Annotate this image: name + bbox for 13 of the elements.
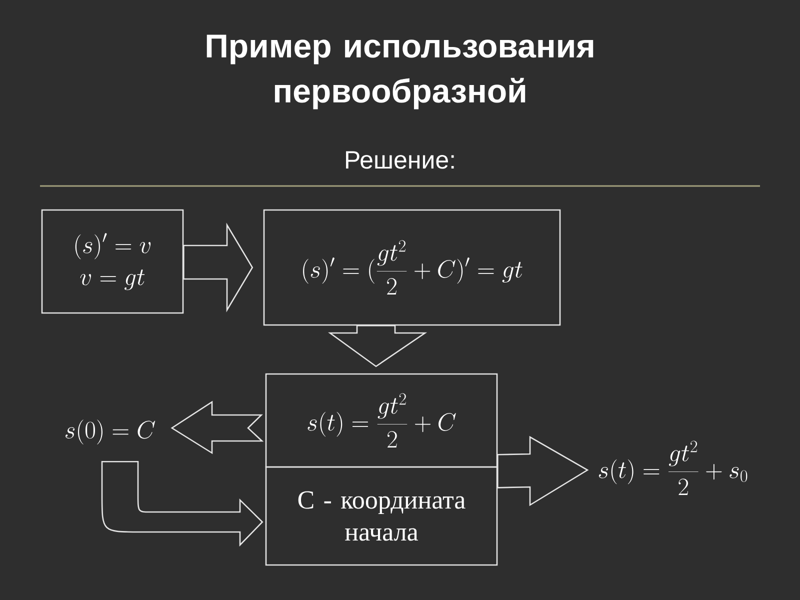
block-arrow: [183, 222, 254, 312]
title: Пример использования первообразной: [206, 34, 594, 110]
formula: $s(t) = \frac{gt^2}{2} + s_0$: [598, 440, 748, 496]
formula-box: $s(t) = \frac{gt^2}{2} + C$: [265, 373, 498, 468]
block-arrow: [497, 436, 589, 506]
subtitle: Решение:: [346, 151, 454, 169]
block-arrow: [101, 460, 263, 546]
formula-box: $(s)' = v$ $v = gt$: [41, 209, 184, 314]
block-arrow: [328, 325, 428, 368]
formula-box: $(s)' = (\frac{gt^2}{2} + C)' = gt$: [263, 209, 561, 326]
text-box: С - координата начала: [265, 466, 498, 566]
formula: $s(0) = C$: [66, 420, 156, 444]
block-arrow: [170, 400, 264, 454]
